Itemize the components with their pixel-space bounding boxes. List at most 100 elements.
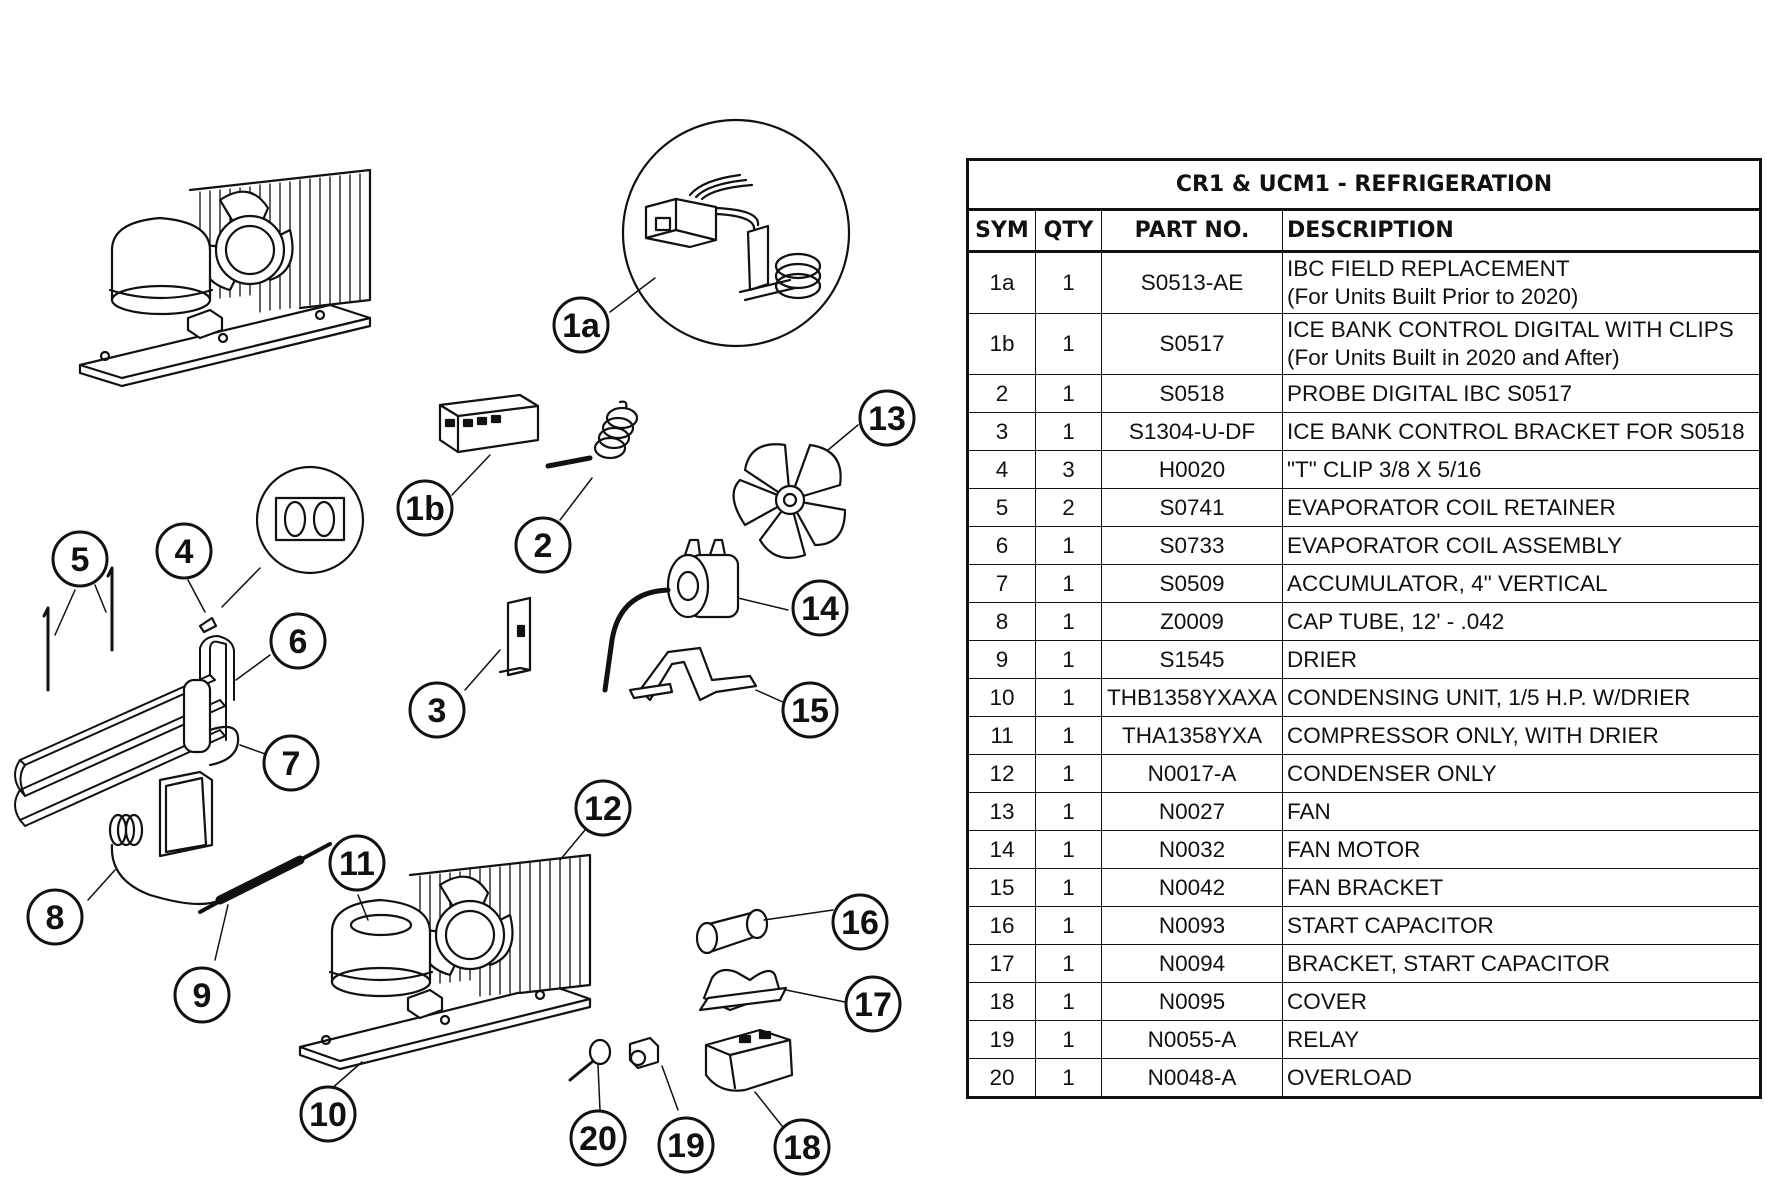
- cell-qty: 1: [1035, 716, 1102, 755]
- cell-sym: 17: [967, 944, 1036, 983]
- cell-part-no: N0048-A: [1101, 1058, 1283, 1098]
- cell-sym: 20: [967, 1058, 1036, 1098]
- relay-illustration: [628, 1036, 679, 1111]
- cell-description: EVAPORATOR COIL RETAINER: [1282, 488, 1761, 527]
- callout-9: 9: [173, 966, 231, 1024]
- cell-part-no: N0095: [1101, 982, 1283, 1021]
- table-title: CR1 & UCM1 - REFRIGERATION: [967, 159, 1761, 211]
- cell-qty: 1: [1035, 564, 1102, 603]
- svg-text:14: 14: [801, 590, 839, 628]
- description-line: CONDENSING UNIT, 1/5 H.P. W/DRIER: [1287, 684, 1691, 710]
- cell-part-no: S1304-U-DF: [1101, 412, 1283, 451]
- callout-18: 18: [773, 1118, 831, 1176]
- exploded-parts-diagram: 1a 1b 2 3 4 5 6 7 8 9 10 11 12 13 14 15 …: [14, 118, 916, 1176]
- callout-5: 5: [51, 530, 109, 588]
- svg-text:20: 20: [579, 1120, 617, 1158]
- svg-text:7: 7: [282, 745, 301, 783]
- cell-qty: 1: [1035, 678, 1102, 717]
- svg-text:18: 18: [783, 1129, 821, 1167]
- description-note: (For Units Built Prior to 2020): [1287, 284, 1579, 309]
- callout-19: 19: [657, 1116, 715, 1174]
- cell-qty: 1: [1035, 313, 1102, 375]
- fan-illustration: [732, 424, 859, 559]
- cell-part-no: N0093: [1101, 906, 1283, 945]
- cell-qty: 1: [1035, 792, 1102, 831]
- callout-8: 8: [26, 888, 84, 946]
- description-line: BRACKET, START CAPACITOR: [1287, 950, 1610, 976]
- callout-10: 10: [299, 1085, 357, 1143]
- cell-sym: 19: [967, 1020, 1036, 1059]
- description-line: ICE BANK CONTROL DIGITAL WITH CLIPS: [1287, 317, 1734, 342]
- cell-description: FAN: [1282, 792, 1761, 831]
- cover-illustration: [704, 1028, 794, 1127]
- probe-illustration: [545, 400, 639, 521]
- cell-description: DRIER: [1282, 640, 1761, 679]
- description-line: RELAY: [1287, 1026, 1360, 1052]
- cell-description: START CAPACITOR: [1282, 906, 1761, 945]
- description-line: PROBE DIGITAL IBC S0517: [1287, 380, 1573, 406]
- callout-16: 16: [831, 893, 889, 951]
- cell-qty: 1: [1035, 906, 1102, 945]
- cell-part-no: Z0009: [1101, 602, 1283, 641]
- callout-15: 15: [781, 681, 839, 739]
- callout-17: 17: [844, 975, 902, 1033]
- accumulator-illustration: [158, 678, 269, 858]
- cell-sym: 11: [967, 716, 1036, 755]
- cell-sym: 12: [967, 754, 1036, 793]
- overload-illustration: [568, 1038, 612, 1111]
- cell-sym: 3: [967, 412, 1036, 451]
- fan-bracket-illustration: [628, 646, 786, 704]
- description-line: COMPRESSOR ONLY, WITH DRIER: [1287, 722, 1659, 748]
- column-header-description: DESCRIPTION: [1282, 209, 1761, 253]
- cell-sym: 9: [967, 640, 1036, 679]
- cell-sym: 1a: [967, 251, 1036, 314]
- cell-description: FAN MOTOR: [1282, 830, 1761, 869]
- cell-description: BRACKET, START CAPACITOR: [1282, 944, 1761, 983]
- cell-description: ICE BANK CONTROL DIGITAL WITH CLIPS(For …: [1282, 313, 1761, 375]
- svg-text:2: 2: [534, 527, 553, 565]
- cell-qty: 1: [1035, 982, 1102, 1021]
- cell-qty: 1: [1035, 526, 1102, 565]
- ice-bank-bracket-illustration: [464, 596, 532, 691]
- description-line: ACCUMULATOR, 4" VERTICAL: [1287, 570, 1608, 596]
- cell-sym: 8: [967, 602, 1036, 641]
- cell-qty: 1: [1035, 374, 1102, 413]
- cell-part-no: N0094: [1101, 944, 1283, 983]
- description-line: START CAPACITOR: [1287, 912, 1494, 938]
- callout-14: 14: [791, 579, 849, 637]
- cell-sym: 6: [967, 526, 1036, 565]
- cell-part-no: THB1358YXAXA: [1101, 678, 1283, 717]
- evaporator-retainer-illustration: [42, 566, 114, 692]
- cell-description: CONDENSER ONLY: [1282, 754, 1761, 793]
- cell-part-no: THA1358YXA: [1101, 716, 1283, 755]
- column-header-sym: SYM: [967, 209, 1036, 253]
- cap-tube-illustration: [87, 813, 222, 906]
- cell-sym: 2: [967, 374, 1036, 413]
- description-line: DRIER: [1287, 646, 1358, 672]
- description-line: FAN BRACKET: [1287, 874, 1444, 900]
- cell-description: COVER: [1282, 982, 1761, 1021]
- cell-description: COMPRESSOR ONLY, WITH DRIER: [1282, 716, 1761, 755]
- svg-text:3: 3: [428, 692, 447, 730]
- cell-part-no: S0509: [1101, 564, 1283, 603]
- cell-description: ACCUMULATOR, 4" VERTICAL: [1282, 564, 1761, 603]
- start-capacitor-illustration: [695, 908, 834, 955]
- cell-part-no: S1545: [1101, 640, 1283, 679]
- description-line: EVAPORATOR COIL RETAINER: [1287, 494, 1616, 520]
- cell-sym: 1b: [967, 313, 1036, 375]
- cell-description: "T" CLIP 3/8 X 5/16: [1282, 450, 1761, 489]
- cell-part-no: S0741: [1101, 488, 1283, 527]
- cell-qty: 1: [1035, 412, 1102, 451]
- cell-qty: 1: [1035, 868, 1102, 907]
- svg-text:17: 17: [854, 986, 892, 1024]
- cell-qty: 1: [1035, 602, 1102, 641]
- svg-text:10: 10: [309, 1096, 347, 1134]
